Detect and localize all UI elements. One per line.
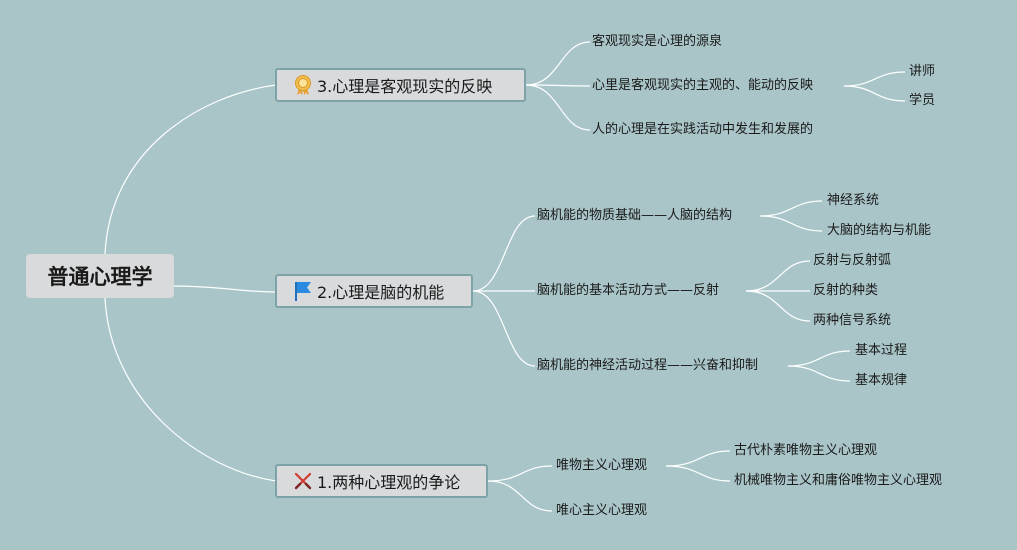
root-label: 普通心理学 <box>47 265 153 289</box>
topic-2-0[interactable]: 唯物主义心理观 <box>556 458 648 473</box>
blue-flag-icon <box>293 280 313 302</box>
topic-0-1-0[interactable]: 讲师 <box>909 64 936 79</box>
topic-0-1[interactable]: 心里是客观现实的主观的、能动的反映 <box>592 78 814 93</box>
branch-1-label: 1.两种心理观的争论 <box>317 473 461 492</box>
topic-0-2[interactable]: 人的心理是在实践活动中发生和发展的 <box>592 122 814 137</box>
topic-1-1-0[interactable]: 反射与反射弧 <box>813 253 892 268</box>
award-ribbon-icon <box>293 74 313 96</box>
connector-root-branch-1 <box>104 297 277 482</box>
branch-node-1[interactable]: 1.两种心理观的争论 <box>275 464 488 498</box>
branch-node-3[interactable]: 3.心理是客观现实的反映 <box>275 68 526 102</box>
branch-node-2[interactable]: 2.心理是脑的机能 <box>275 274 473 308</box>
topic-1-0-1[interactable]: 大脑的结构与机能 <box>827 223 932 238</box>
topic-1-1[interactable]: 脑机能的基本活动方式——反射 <box>537 283 720 298</box>
topic-1-0[interactable]: 脑机能的物质基础——人脑的结构 <box>537 208 733 223</box>
topic-2-1[interactable]: 唯心主义心理观 <box>556 503 648 518</box>
topic-1-2-0[interactable]: 基本过程 <box>855 343 908 358</box>
topic-0-0[interactable]: 客观现实是心理的源泉 <box>592 34 723 49</box>
topic-2-0-0[interactable]: 古代朴素唯物主义心理观 <box>734 443 878 458</box>
topic-1-2-1[interactable]: 基本规律 <box>855 373 908 388</box>
crossed-swords-icon <box>293 470 313 492</box>
topic-1-2[interactable]: 脑机能的神经活动过程——兴奋和抑制 <box>537 358 759 373</box>
topic-0-1-1[interactable]: 学员 <box>909 93 936 108</box>
topic-1-1-2[interactable]: 两种信号系统 <box>813 313 892 328</box>
root-node[interactable]: 普通心理学 <box>26 254 174 298</box>
branch-3-label: 3.心理是客观现实的反映 <box>317 77 493 96</box>
connector-root-branch-2 <box>173 285 277 293</box>
branch-2-label: 2.心理是脑的机能 <box>317 283 445 302</box>
topic-1-0-0[interactable]: 神经系统 <box>827 193 880 208</box>
topic-2-0-1[interactable]: 机械唯物主义和庸俗唯物主义心理观 <box>734 473 943 488</box>
connector-root-branch-3 <box>104 84 277 255</box>
topic-1-1-1[interactable]: 反射的种类 <box>813 283 879 298</box>
